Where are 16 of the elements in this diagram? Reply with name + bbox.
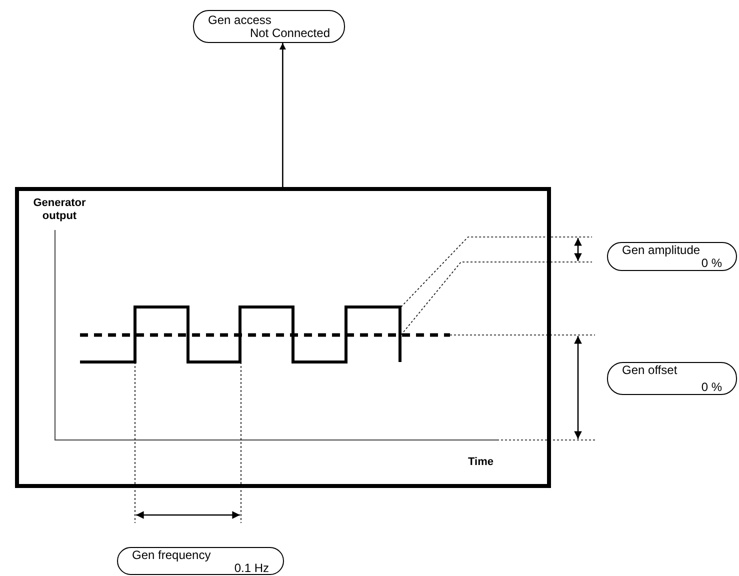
- parameter-name: Gen frequency: [132, 548, 211, 562]
- parameter-value: Not Connected: [250, 27, 330, 40]
- axis-label: Time: [468, 456, 494, 469]
- parameter-box: [607, 362, 737, 395]
- generator-frame: [15, 187, 551, 488]
- parameter-value: 0 %: [701, 257, 722, 270]
- parameter-value: 0.1 Hz: [234, 562, 269, 574]
- parameter-box: [193, 10, 345, 43]
- parameter-box: [117, 547, 284, 575]
- parameter-box: [607, 242, 737, 271]
- parameter-name: Gen offset: [622, 364, 678, 377]
- parameter-value: 0 %: [701, 381, 722, 394]
- axis-label: Generator output: [32, 197, 87, 223]
- parameter-name: Gen amplitude: [622, 244, 700, 257]
- arrow: [279, 43, 286, 187]
- parameter-name: Gen access: [208, 14, 272, 27]
